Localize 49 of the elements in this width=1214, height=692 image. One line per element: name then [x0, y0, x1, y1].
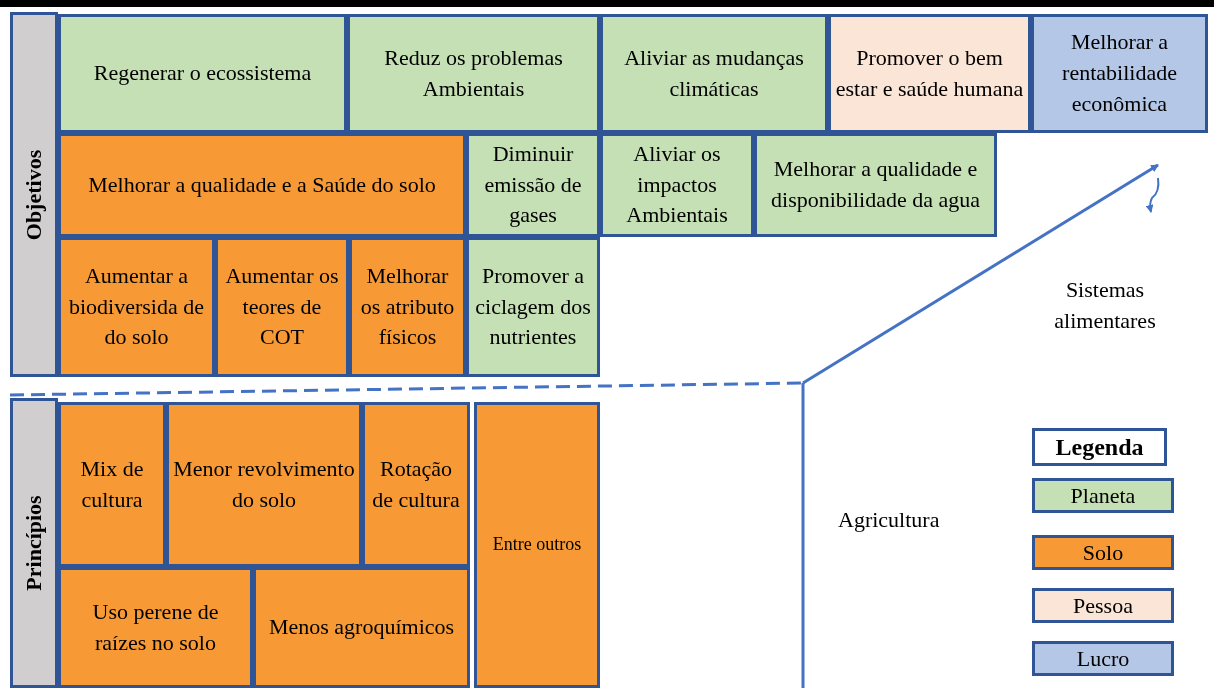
- box-text: Entre outros: [492, 533, 582, 557]
- goal-box: [1031, 14, 1208, 133]
- legend-title: Legenda: [1032, 428, 1167, 466]
- box-text: Diminuir emissão de gases: [483, 139, 583, 230]
- side-band: [10, 12, 58, 377]
- box-text: Rotação de cultura: [371, 454, 461, 514]
- goal-box: [474, 402, 600, 688]
- band-title: Objetivos: [23, 149, 45, 240]
- goal-box: [600, 133, 754, 237]
- goal-box: [362, 402, 470, 567]
- goal-box: [466, 133, 600, 237]
- goal-box: [166, 402, 362, 567]
- goal-box: [253, 567, 470, 688]
- region-label: Sistemas alimentares: [1053, 276, 1157, 335]
- box-text: Menos agroquímicos: [268, 613, 455, 642]
- box-text: Uso perene de raízes no solo: [91, 597, 220, 657]
- goal-box: [215, 237, 349, 377]
- goal-box: [58, 567, 253, 688]
- box-text: Menor revolvimento do solo: [173, 454, 355, 514]
- goal-box: [600, 14, 828, 133]
- goal-box: [58, 133, 466, 237]
- box-text: Aumentar os teores de COT: [224, 261, 340, 352]
- box-text: Melhorar os atributo físicos: [359, 261, 456, 352]
- side-band: [10, 398, 58, 688]
- goal-box: [828, 14, 1031, 133]
- region-label: Agricultura: [838, 506, 940, 534]
- box-text: Promover a ciclagem dos nutrientes: [474, 261, 592, 352]
- goal-box: [58, 237, 215, 377]
- box-text: Aumentar a biodiversida de do solo: [68, 261, 205, 352]
- goal-box: [58, 402, 166, 567]
- goal-box: [754, 133, 997, 237]
- box-text: Mix de cultura: [79, 454, 145, 514]
- box-text: Melhorar a qualidade e disponibilidade da agua: [770, 155, 981, 214]
- goal-box: [466, 237, 600, 377]
- box-text: Melhorar a rentabilidade econômica: [1061, 28, 1178, 118]
- legend-label: Planeta: [1070, 484, 1136, 507]
- legend-label: Solo: [1082, 541, 1124, 564]
- band-title: Princípios: [23, 495, 45, 591]
- box-text: Regenerar o ecossistema: [93, 59, 312, 88]
- goal-box: [347, 14, 600, 133]
- goal-box: [58, 14, 347, 133]
- legend-label: Pessoa: [1073, 594, 1133, 617]
- legend-label: Lucro: [1076, 647, 1130, 670]
- box-text: Aliviar os impactos Ambientais: [625, 139, 729, 230]
- box-text: Aliviar as mudanças climáticas: [623, 43, 805, 103]
- box-text: Reduz os problemas Ambientais: [383, 43, 564, 103]
- box-text: Melhorar a qualidade e a Saúde do solo: [88, 170, 436, 199]
- goal-box: [349, 237, 466, 377]
- box-text: Promover o bem estar e saúde humana: [835, 43, 1024, 103]
